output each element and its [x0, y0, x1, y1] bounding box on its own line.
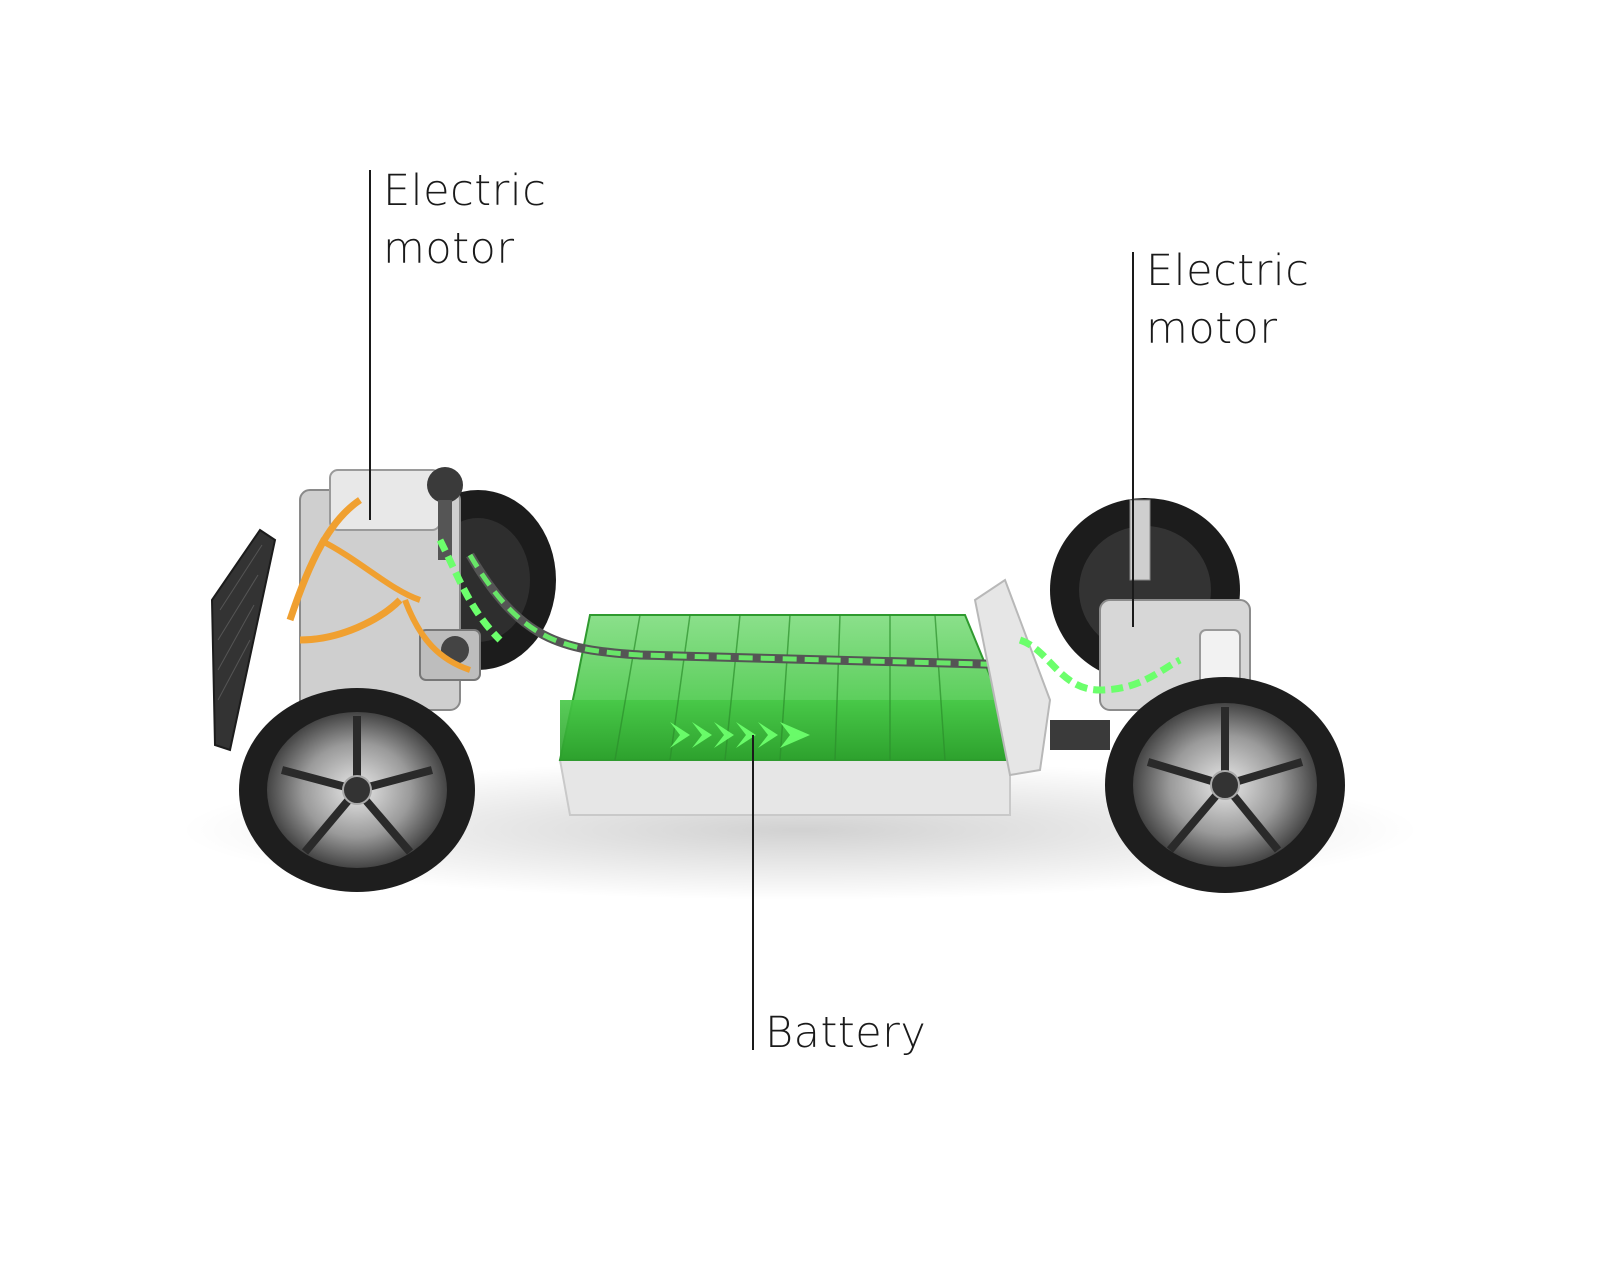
battery-leader-line [752, 735, 754, 1050]
battery-label-text: Battery [765, 1008, 927, 1058]
front-motor-label: Electric motor [383, 162, 546, 278]
front-motor-label-line2: motor [383, 224, 515, 274]
battery-label: Battery [765, 1004, 926, 1062]
rear-motor-label-line2: motor [1146, 304, 1278, 354]
rear-near-wheel [1105, 677, 1345, 893]
front-near-wheel [239, 688, 475, 892]
rear-motor-label-line1: Electric [1146, 246, 1310, 296]
battery-pack [558, 614, 1012, 816]
front-motor-leader-line [369, 170, 371, 520]
energy-flow-arrow [670, 722, 810, 748]
front-drive-unit [210, 467, 503, 752]
rear-motor-label: Electric motor [1146, 242, 1309, 358]
front-motor-label-line1: Electric [383, 166, 547, 216]
rear-motor-leader-line [1132, 252, 1134, 627]
